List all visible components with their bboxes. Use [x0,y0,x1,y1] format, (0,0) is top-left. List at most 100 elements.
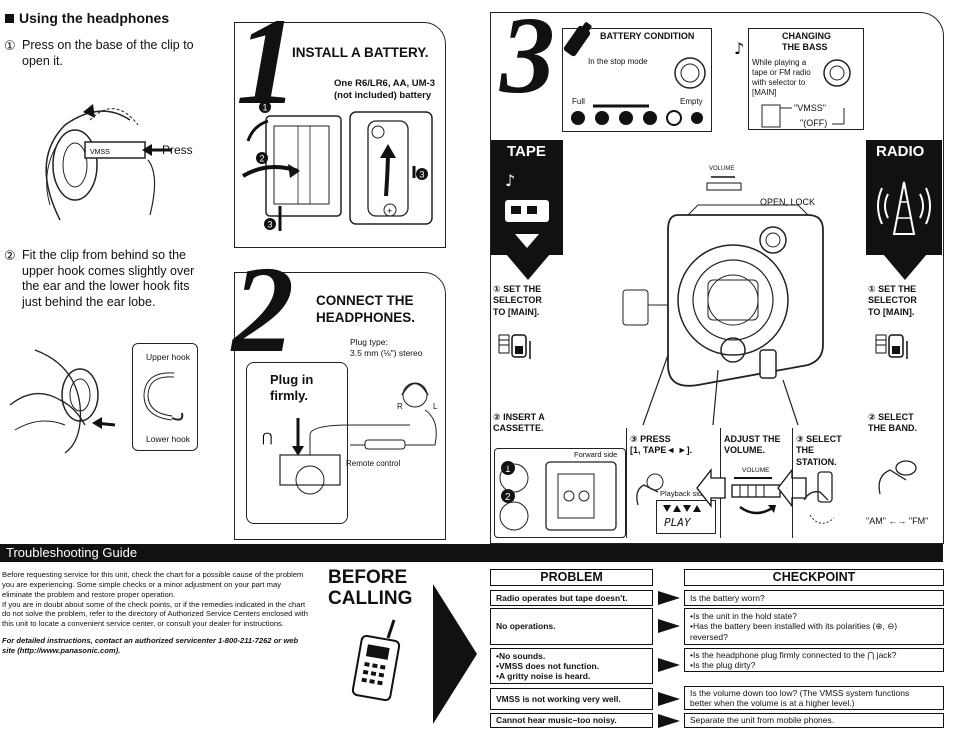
headphones-title: Using the headphones [19,10,170,26]
row4-arrow [658,692,680,706]
band-options: "AM" ←→ "FM" [866,516,929,526]
right-ear-label: R [397,402,403,411]
svg-text:1: 1 [263,103,268,113]
headphones-step2-number: ② [4,248,16,263]
troubleshooting-header: Troubleshooting Guide [6,545,138,560]
svg-text:VMSS: VMSS [90,149,110,156]
lower-hook-label: Lower hook [146,434,190,444]
radio-label: RADIO [876,143,925,160]
headphones-clip-illustration: VMSS [45,104,172,221]
full-label: Full [572,97,585,106]
tape-selector-switch-icon [498,334,531,359]
radio-set-selector: ① SET THE SELECTOR TO [MAIN]. [868,284,917,317]
press-box [626,428,721,538]
plug-in-box [246,362,348,524]
step2-number: 2 [232,241,294,378]
tape-icon: ♪ [505,171,549,248]
svg-text:3: 3 [268,220,273,230]
remote-control-label: Remote control [346,459,401,468]
tape-label: TAPE [507,143,546,160]
check-row-4: Is the volume down too low? (The VMSS sy… [684,686,944,710]
check-row-5: Separate the unit from mobile phones. [684,713,944,728]
radio-selector-switch-icon [875,334,908,359]
row2-arrow [658,619,680,633]
problem-row-5: Cannot hear music–too noisy. [490,713,653,728]
headphones-step1-number: ① [4,38,16,53]
headphones-step1-text: Press on the base of the clip to open it… [22,38,194,68]
left-ear-label: L [433,402,438,411]
battery-icon [563,22,592,57]
row3-arrow [658,658,680,672]
svg-text:+: + [387,206,392,216]
open-lock-label: OPEN, LOCK [760,197,816,207]
hook-illustration [143,372,184,421]
headphones-step2-text: Fit the clip from behind so the upper ho… [22,248,195,309]
select-station-text: ③ SELECT THE STATION. [796,434,842,467]
row1-arrow [658,591,680,605]
volume-label: VOLUME [742,467,770,474]
off-label: "(OFF) [800,118,828,128]
svg-text:2: 2 [260,154,265,164]
headphones-title-square [5,14,14,23]
play-text: PLAY [664,516,691,529]
tape-set-selector: ① SET THE SELECTOR TO [MAIN]. [493,284,542,317]
svg-text:2: 2 [505,492,511,503]
checkpoint-header: CHECKPOINT [684,569,944,586]
svg-text:⋂: ⋂ [262,431,273,446]
row5-arrow [658,714,680,728]
player-illustration [622,204,824,426]
play-arrows-icon [663,505,701,512]
volume-small-label: VOLUME [709,166,735,172]
empty-label: Empty [680,97,703,106]
vmss-cycle-diagram [761,104,845,128]
select-band-text: ② SELECT THE BAND. [868,412,917,434]
problem-row-1: Radio operates but tape doesn't. [490,590,653,606]
before-calling: BEFORE CALLING [328,567,413,609]
select-station-box [792,428,865,538]
phone-icon [351,619,401,702]
stop-mode-text: In the stop mode [588,57,648,66]
cassette-insert-box [494,448,626,538]
step1-panel [234,22,446,248]
headphone-connection-illustration: ⋂ [262,382,437,495]
step3-panel [490,12,944,544]
battery-button-icon [674,57,706,89]
ear-fitting-illustration [9,349,116,454]
problem-row-2: No operations. [490,608,653,645]
battery-condition-title: BATTERY CONDITION [600,31,695,41]
problem-header: PROBLEM [490,569,653,586]
tuning-dial-icon [803,471,835,524]
radio-down-arrow [883,254,927,280]
problem-row-3: •No sounds. •VMSS does not function. •A … [490,648,653,684]
step1-title: INSTALL A BATTERY. [292,45,429,60]
plug-type: Plug type: 3.5 mm (⅛") stereo [350,337,423,358]
battery-install-illustration: 1 2 3 + 3 [241,101,433,231]
step3-number: 3 [500,0,555,116]
press-label: Press [162,143,193,157]
check-row-1: Is the battery worn? [684,590,944,606]
svg-text:♪: ♪ [734,39,744,58]
troubleshooting-intro: Before requesting service for this unit,… [2,570,309,629]
bass-title: CHANGING THE BASS [782,31,831,53]
adjust-volume-text: ADJUST THE VOLUME. [724,434,781,456]
bass-box [748,28,864,130]
check-row-2: •Is the unit in the hold state? •Has the… [684,608,944,645]
bass-button-icon [823,59,851,87]
headphones-panel: Using the headphones ① Press on the base… [0,0,210,540]
radio-tower-icon [877,181,931,235]
battery-level-indicator [571,104,703,126]
battery-condition-box [562,28,712,132]
left-arrow-to-volume [696,468,726,508]
volume-control-illustration [731,477,781,515]
vmss-label: "VMSS" [794,103,826,113]
svg-text:1: 1 [505,464,511,475]
upper-hook-label: Upper hook [146,352,190,362]
step2-title: CONNECT THE HEADPHONES. [316,293,416,325]
big-right-arrow [433,584,477,724]
troubleshooting-contact: For detailed instructions, contact an au… [2,636,299,655]
hook-detail-box [132,343,198,451]
plug-in-text: Plug in firmly. [270,372,314,404]
playback-side-label: Playback side [660,489,707,498]
check-row-3: •Is the headphone plug firmly connected … [684,648,944,672]
problem-row-4: VMSS is not working very well. [490,688,653,710]
